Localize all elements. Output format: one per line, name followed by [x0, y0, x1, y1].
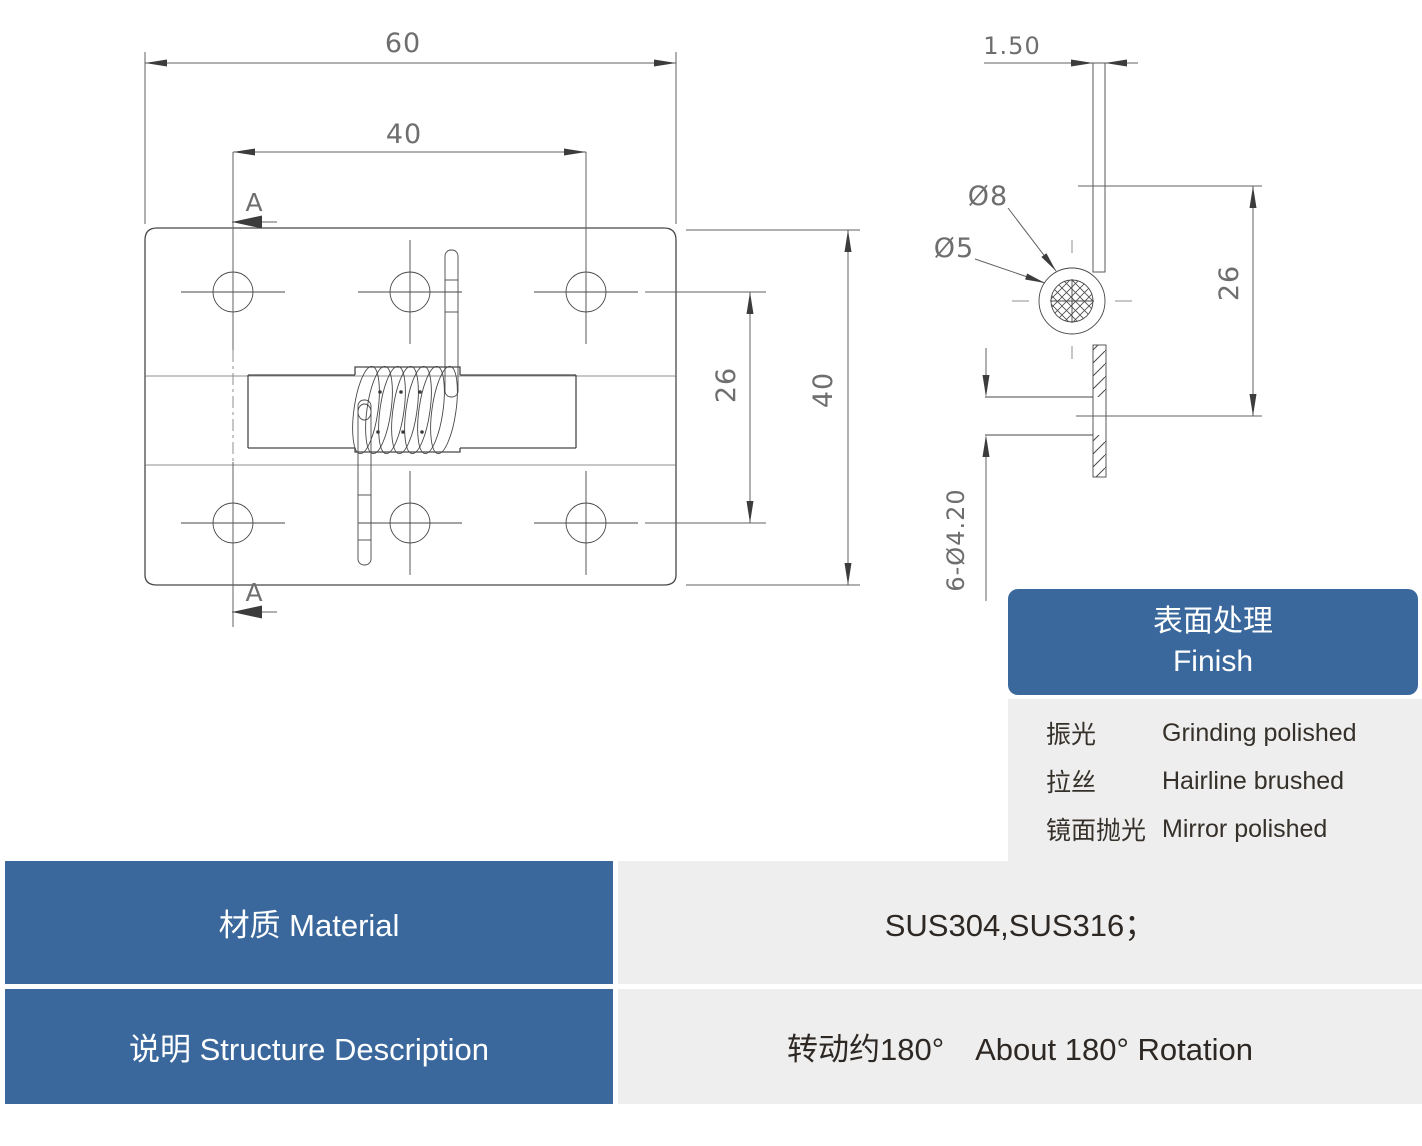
finish-row-en: Mirror polished: [1162, 814, 1328, 843]
dim-width-label: 60: [385, 28, 421, 59]
finish-row-en: Grinding polished: [1162, 718, 1357, 747]
knuckle-section: [1038, 267, 1106, 335]
spec-row-material: 材质 Material SUS304,SUS316；: [0, 861, 1422, 984]
finish-panel-body: 振光 Grinding polished 拉丝 Hairline brushed…: [1008, 699, 1422, 867]
spec-row-description: 说明 Structure Description 转动约180° About 1…: [0, 989, 1422, 1104]
dim-hole-spacing-40: 40: [233, 119, 587, 278]
spring-arm-down: [357, 399, 372, 566]
knuckle-band: [247, 366, 577, 453]
finish-row-cn: 镜面抛光: [1046, 817, 1147, 845]
spring-arm-up: [444, 249, 459, 398]
section-line-a: A A: [232, 152, 277, 627]
dim-height-40: 40: [686, 229, 860, 586]
mounting-holes: [181, 240, 638, 575]
spring-coil: [352, 365, 458, 455]
finish-row: 拉丝 Hairline brushed: [1008, 757, 1422, 805]
section-label-bottom: A: [245, 578, 262, 607]
material-label-cell: 材质 Material: [5, 861, 613, 984]
finish-panel: 表面处理 Finish 振光 Grinding polished 拉丝 Hair…: [1008, 589, 1422, 867]
hinge-front-view: 60 40 A A 26: [144, 28, 860, 627]
dim-holes-label: 6-Ø4.20: [942, 488, 970, 591]
dim-height-label: 40: [808, 372, 839, 408]
finish-row-cn: 振光: [1046, 721, 1097, 749]
dim-width-60: 60: [144, 28, 677, 224]
dim-hole-rows-label: 26: [711, 367, 742, 403]
dim-knuckle-od-label: Ø8: [968, 181, 1008, 212]
dim-knuckle-od: Ø8: [968, 181, 1057, 272]
finish-row: 镜面抛光 Mirror polished: [1008, 805, 1422, 853]
finish-row-cn: 拉丝: [1046, 769, 1097, 797]
lower-leaf-section: [985, 344, 1107, 478]
centerlines: [1012, 240, 1132, 359]
dim-offset-26: 26: [1076, 185, 1262, 417]
upper-leaf-section: [1092, 62, 1106, 273]
dim-thickness-label: 1.50: [983, 32, 1040, 60]
section-label-top: A: [245, 188, 262, 217]
dim-holes-420: 6-Ø4.20: [942, 348, 990, 601]
dim-pin: Ø5: [934, 233, 1046, 284]
finish-row: 振光 Grinding polished: [1008, 709, 1422, 757]
dim-hole-rows-26: 26: [645, 291, 766, 524]
dim-thickness-150: 1.50: [983, 32, 1138, 67]
dim-pin-label: Ø5: [934, 233, 974, 264]
dim-hole-spacing-label: 40: [386, 119, 422, 150]
hinge-side-view: 1.50 Ø8 Ø5 26 6-Ø4.20: [934, 32, 1262, 601]
finish-row-en: Hairline brushed: [1162, 766, 1345, 795]
finish-title-en: Finish: [1172, 645, 1254, 678]
finish-title-cn: 表面处理: [1153, 605, 1273, 638]
description-value-cell: 转动约180° About 180° Rotation: [618, 989, 1422, 1104]
dim-offset-label: 26: [1214, 265, 1245, 301]
material-value-cell: SUS304,SUS316；: [618, 861, 1422, 984]
finish-panel-header: 表面处理 Finish: [1008, 589, 1418, 695]
description-label-cell: 说明 Structure Description: [5, 989, 613, 1104]
